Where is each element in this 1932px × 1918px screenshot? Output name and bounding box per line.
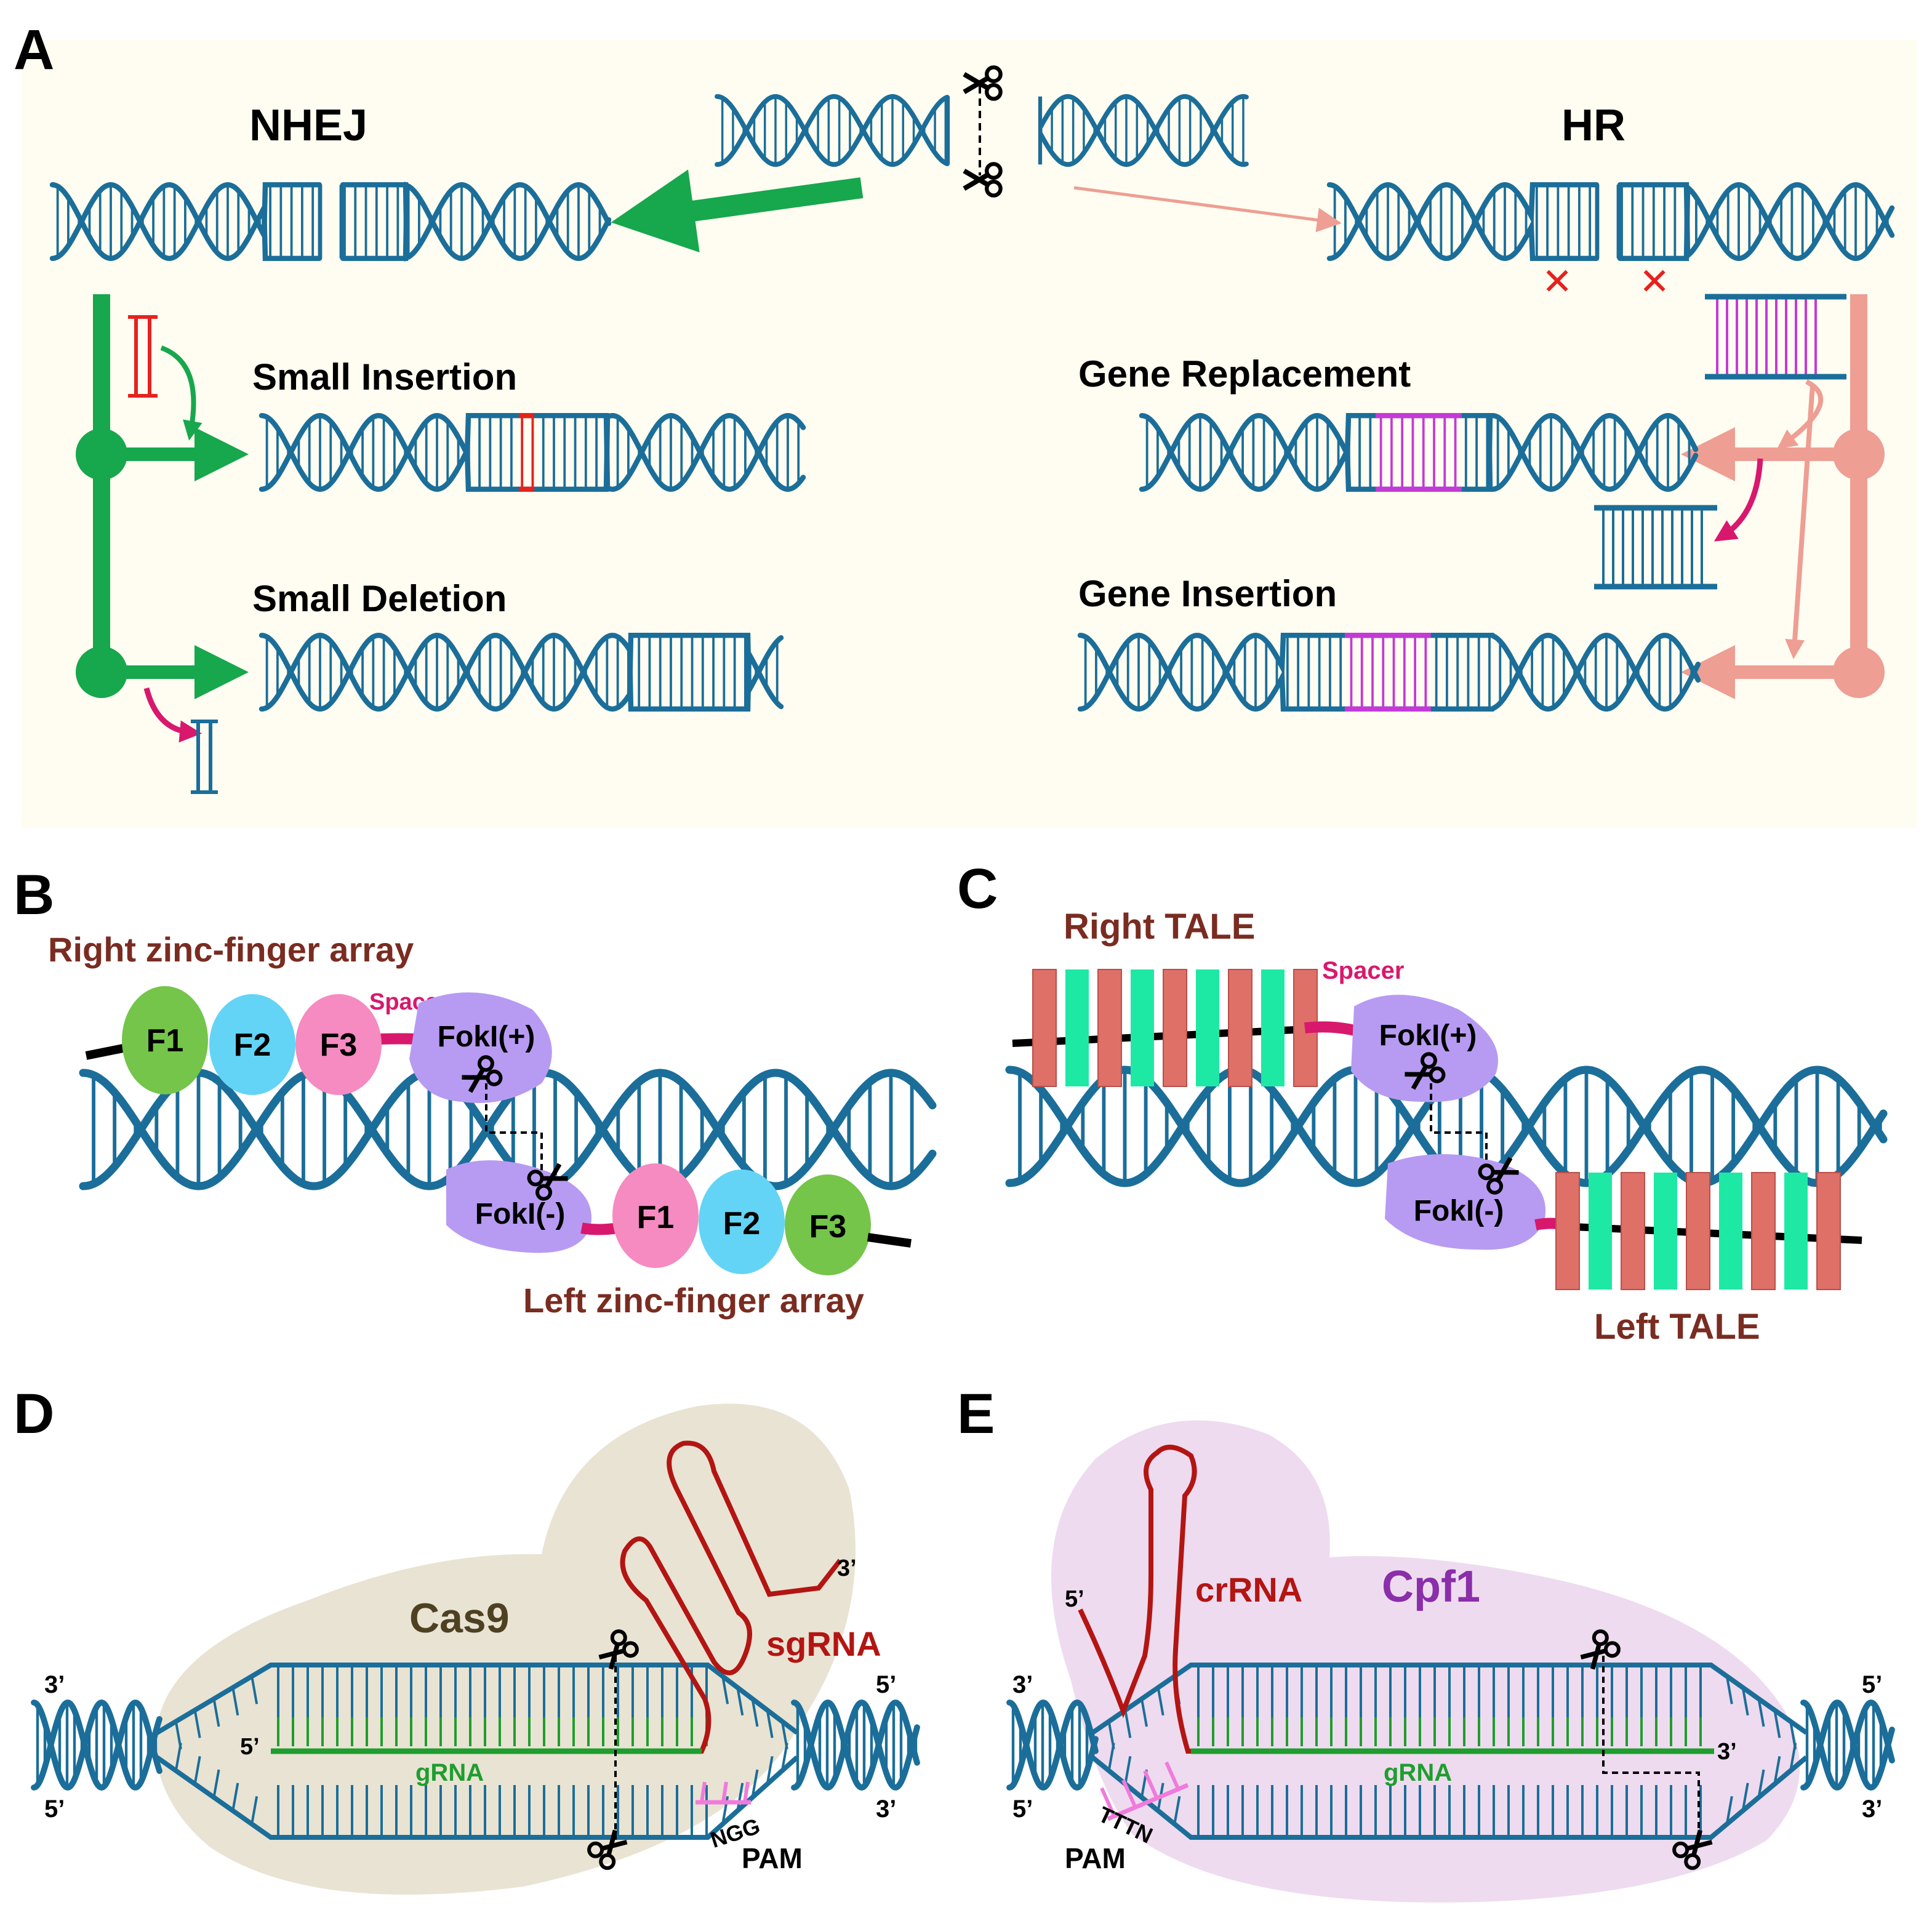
cas9-dna-right-helix <box>791 1699 920 1791</box>
pam-label: PAM <box>742 1842 803 1874</box>
spacer-label: Spacer <box>1322 957 1404 984</box>
sgrna-label: sgRNA <box>766 1624 881 1663</box>
cpf1-dna-left-helix <box>1006 1699 1099 1791</box>
hr-label: HR <box>1561 101 1625 150</box>
pam-label: PAM <box>1065 1842 1126 1874</box>
nhej-main-arrow <box>611 169 864 253</box>
cross-mark-icon: ✕ <box>1639 261 1670 302</box>
cut-site-dashed-line <box>1602 1656 1700 1840</box>
grna-label: gRNA <box>415 1759 484 1786</box>
left-zinc-finger-array-label: Left zinc-finger array <box>523 1281 864 1320</box>
small-deletion-dna <box>259 632 784 712</box>
cpf1-dna-right-helix <box>1800 1699 1895 1791</box>
cross-mark-icon: ✕ <box>1542 261 1573 302</box>
left-tale-label: Left TALE <box>1594 1307 1760 1347</box>
five-prime-label: 5’ <box>1862 1671 1882 1698</box>
sgrna-strand <box>271 1440 843 1754</box>
tale-backbone-top <box>1012 1025 1309 1047</box>
small-deletion-label: Small Deletion <box>252 578 507 619</box>
right-zinc-finger-array-label: Right zinc-finger array <box>48 930 414 969</box>
panel-d-letter: D <box>14 1382 54 1445</box>
gene-replacement-dna <box>1139 412 1699 492</box>
cas9-dna-left-helix <box>31 1699 162 1791</box>
zinc-finger-f3-bottom <box>785 1174 871 1275</box>
zinc-finger-f1-top <box>122 986 208 1094</box>
right-tale-label: Right TALE <box>1064 907 1255 947</box>
crrna-label: crRNA <box>1195 1570 1302 1609</box>
right-tale-repeats <box>1032 969 1318 1087</box>
three-prime-label: 3’ <box>1012 1671 1033 1698</box>
zinc-finger-f2-bottom <box>699 1170 785 1274</box>
excised-fragment-blue <box>1594 505 1717 590</box>
fokl-minus-domain <box>446 1160 591 1253</box>
fokl-plus-label: FokI(+) <box>1379 1019 1477 1052</box>
five-prime-label: 5’ <box>44 1796 65 1823</box>
deleted-fragment-blue <box>191 720 218 794</box>
fokl-minus-domain <box>1385 1154 1546 1250</box>
fokl-plus-label: FokI(+) <box>438 1021 535 1053</box>
three-prime-label: 3’ <box>1862 1796 1882 1823</box>
five-prime-label: 5’ <box>240 1734 260 1760</box>
gene-insertion-label: Gene Insertion <box>1078 573 1337 614</box>
zinc-finger-f1-bottom <box>612 1163 699 1268</box>
spacer-linker <box>580 1222 620 1235</box>
zinc-finger-label: F2 <box>723 1206 761 1242</box>
cas9-label: Cas9 <box>409 1595 510 1642</box>
three-prime-label: 3’ <box>1717 1739 1737 1765</box>
small-insertion-dna <box>259 412 806 492</box>
cpf1-r-loop <box>1091 1663 1808 1840</box>
gene-replacement-label: Gene Replacement <box>1078 353 1411 395</box>
donor-template-purple <box>1705 294 1846 380</box>
zinc-finger-f2-top <box>209 994 295 1095</box>
zinc-finger-label: F3 <box>809 1209 847 1245</box>
cut-dna-top <box>715 94 1249 167</box>
pam-marker <box>695 1781 751 1805</box>
replacement-curved-arrow <box>1714 458 1763 542</box>
cpf1-label: Cpf1 <box>1382 1562 1480 1611</box>
nhej-label: NHEJ <box>249 101 367 150</box>
cut-site-dashed-line <box>485 1083 543 1173</box>
fokl-minus-label: FokI(-) <box>1414 1195 1504 1227</box>
panel-a-letter: A <box>14 18 54 81</box>
donor-long-arrow <box>1785 384 1815 659</box>
crrna-strand <box>1078 1445 1714 1754</box>
zinc-finger-f3-top <box>295 994 382 1095</box>
panel-c-letter: C <box>957 857 998 920</box>
zinc-finger-label: F3 <box>320 1027 358 1063</box>
spacer-linker <box>1304 1021 1359 1037</box>
panel-a-background <box>22 40 1917 828</box>
gene-insertion-dna <box>1077 632 1701 712</box>
three-prime-label: 3’ <box>876 1796 896 1823</box>
nhej-broken-dna <box>49 181 612 262</box>
deletion-curved-arrow <box>143 687 202 743</box>
pam-marker <box>1100 1761 1189 1821</box>
linker-black <box>867 1233 912 1248</box>
zinc-finger-label: F2 <box>234 1027 271 1063</box>
small-insertion-label: Small Insertion <box>252 356 517 398</box>
cut-site-dashed-line <box>1430 1083 1488 1163</box>
fokl-minus-label: FokI(-) <box>475 1198 566 1230</box>
panel-e-letter: E <box>957 1382 995 1445</box>
fokl-plus-domain <box>1351 995 1498 1102</box>
five-prime-label: 5’ <box>1065 1586 1084 1612</box>
five-prime-label: 5’ <box>1012 1796 1033 1823</box>
left-tale-repeats <box>1555 1172 1841 1290</box>
fokl-plus-domain <box>409 992 552 1103</box>
three-prime-label: 3’ <box>44 1671 65 1698</box>
insert-fragment-red <box>128 315 158 398</box>
insert-curved-arrow <box>160 345 202 441</box>
grna-label: gRNA <box>1384 1759 1452 1786</box>
zinc-finger-label: F1 <box>146 1023 184 1059</box>
panel-b-letter: B <box>14 864 54 926</box>
three-prime-label: 3’ <box>837 1555 857 1581</box>
cas9-r-loop <box>155 1663 799 1840</box>
zfn-dna <box>79 1069 937 1190</box>
five-prime-label: 5’ <box>876 1671 896 1698</box>
hr-broken-dna <box>1326 182 1895 262</box>
cpf1-protein-body <box>1051 1420 1800 1903</box>
zinc-finger-label: F1 <box>637 1200 675 1235</box>
cas9-protein-body <box>155 1403 856 1895</box>
hr-main-arrow <box>1073 186 1342 233</box>
